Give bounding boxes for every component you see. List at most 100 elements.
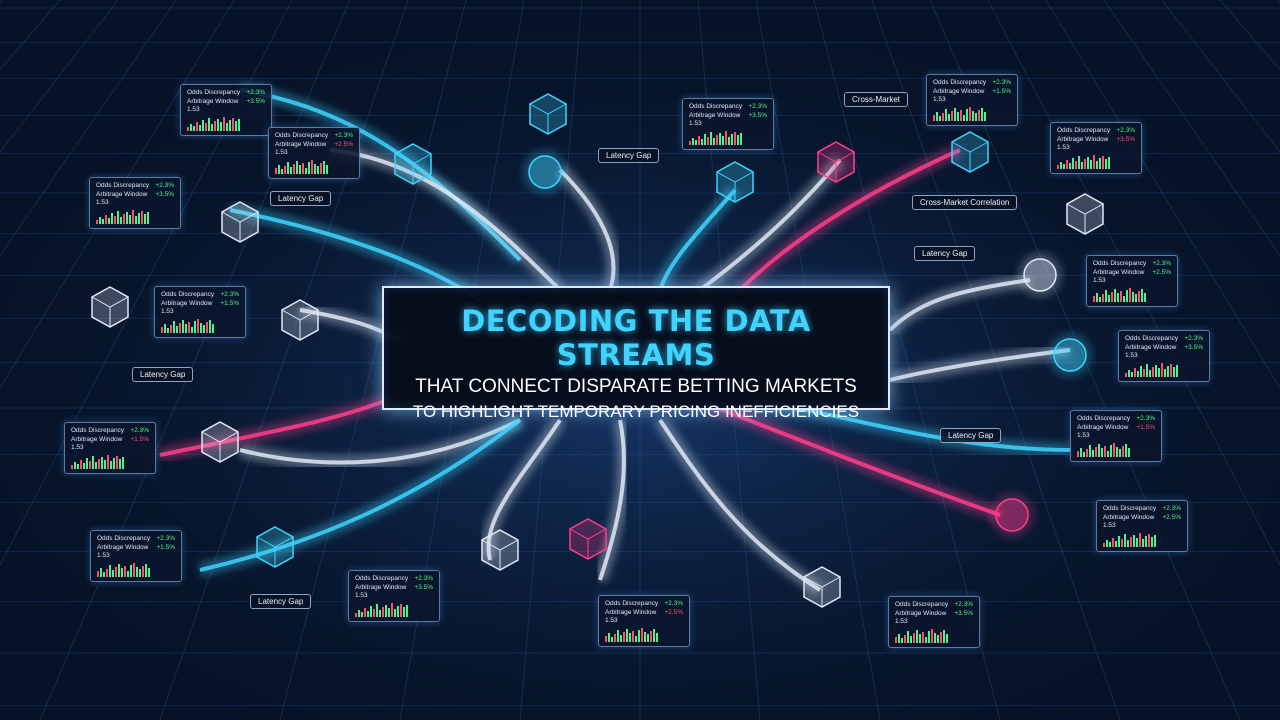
sparkline-bar xyxy=(1139,532,1141,547)
title-heading: DECODING THE DATA STREAMS xyxy=(461,304,811,372)
sparkline-bar xyxy=(106,568,108,577)
sparkline-bar xyxy=(196,121,198,131)
sparkline-bar xyxy=(193,125,195,131)
sparkline-bar xyxy=(925,636,927,643)
data-stream xyxy=(698,158,842,292)
sparkline-bar xyxy=(934,632,936,643)
sparkline-bar xyxy=(1099,157,1101,169)
sparkline-bar xyxy=(308,161,310,174)
latency-gap-label: Latency Gap xyxy=(270,191,332,206)
sparkline-bar xyxy=(1141,288,1143,302)
sparkline-bar xyxy=(650,630,652,642)
sparkline-bar xyxy=(223,116,225,131)
arbitrage-window-label: Arbitrage Window xyxy=(97,543,149,551)
data-stream xyxy=(888,278,1031,332)
sparkline-bar xyxy=(936,111,938,121)
arbitrage-window-value: +2.5% xyxy=(334,140,353,148)
sparkline-bar xyxy=(176,325,178,333)
sparkline-bar xyxy=(102,218,104,224)
sparkline-bar xyxy=(388,607,390,617)
cube-node xyxy=(281,299,319,341)
odds-discrepancy-value: +2.3% xyxy=(246,89,265,96)
sparkline-bar xyxy=(77,463,79,469)
odds-value: 1.53 xyxy=(355,592,368,599)
odds-discrepancy-label: Odds Discrepancy xyxy=(275,132,329,139)
sparkline-bar xyxy=(1117,292,1119,302)
odds-panel: Odds Discrepancy+2.3%Arbitrage Window+2.… xyxy=(1086,255,1178,307)
odds-discrepancy-value: +2.3% xyxy=(1162,505,1181,512)
arbitrage-window-label: Arbitrage Window xyxy=(1093,268,1145,276)
odds-value: 1.53 xyxy=(187,106,200,113)
arbitrage-window-label: Arbitrage Window xyxy=(1077,423,1129,431)
sparkline-bar xyxy=(130,564,132,577)
arbitrage-window-label: Arbitrage Window xyxy=(605,608,657,616)
data-stream xyxy=(239,418,521,465)
sparkline-bar xyxy=(1102,293,1104,302)
sparkline-bar xyxy=(205,122,207,131)
odds-panel: Odds Discrepancy+2.3%Arbitrage Window+3.… xyxy=(682,98,774,150)
sparkline-bar xyxy=(978,109,980,121)
sparkline-bar xyxy=(212,323,214,333)
odds-panel: Odds Discrepancy+2.3%Arbitrage Window+2.… xyxy=(598,595,690,647)
sparkline-bar xyxy=(370,605,372,617)
cube-node xyxy=(529,93,567,135)
odds-discrepancy-label: Odds Discrepancy xyxy=(1093,260,1147,267)
data-stream xyxy=(329,148,562,292)
sparkline-bar xyxy=(1072,157,1074,169)
arbitrage-window-value: +1.5% xyxy=(992,87,1011,95)
arbitrage-window-label: Arbitrage Window xyxy=(187,97,239,105)
latency-gap-label: Latency Gap xyxy=(914,246,976,261)
sparkline-bar xyxy=(358,609,360,617)
odds-value: 1.53 xyxy=(689,120,702,127)
sparkline-bar xyxy=(1110,444,1112,457)
sparkline-bar xyxy=(293,163,295,174)
sparkline-bar xyxy=(981,107,983,121)
sparkline-bar xyxy=(1115,540,1117,547)
sparkline-bar xyxy=(719,132,721,145)
sparkline-bar xyxy=(1057,164,1059,169)
data-stream xyxy=(229,208,482,302)
sparkline-bar xyxy=(391,602,393,617)
sparkline-bar xyxy=(942,112,944,121)
sparkline-bar xyxy=(969,106,971,121)
cube-node xyxy=(569,518,607,560)
odds-value: 1.53 xyxy=(1125,352,1138,359)
sparkline-bar xyxy=(1077,450,1079,457)
sparkline-bars xyxy=(1077,442,1155,457)
odds-discrepancy-label: Odds Discrepancy xyxy=(1125,335,1179,342)
sparkline-bar xyxy=(1122,445,1124,457)
sparkline-bar xyxy=(1140,365,1142,377)
sparkline-bar xyxy=(199,124,201,131)
sparkline-bar xyxy=(629,632,631,642)
sparkline-bar xyxy=(1170,363,1172,377)
sparkline-bars xyxy=(161,318,239,333)
sparkline-bar xyxy=(1081,161,1083,169)
sparkline-bar xyxy=(945,108,947,121)
sparkline-bar xyxy=(617,629,619,642)
cube-node xyxy=(256,526,294,568)
sparkline-bar xyxy=(910,635,912,643)
sparkline-bar xyxy=(120,216,122,224)
sparkline-bar xyxy=(80,459,82,469)
sparkline-bar xyxy=(164,323,166,333)
sparkline-bar xyxy=(713,137,715,145)
sparkline-bar xyxy=(946,633,948,643)
odds-panel: Odds Discrepancy+2.3%Arbitrage Window+1.… xyxy=(154,286,246,338)
sparkline-bars xyxy=(1103,532,1181,547)
sparkline-bar xyxy=(1164,368,1166,377)
sparkline-bar xyxy=(1125,372,1127,377)
sparkline-bar xyxy=(1121,538,1123,547)
odds-discrepancy-label: Odds Discrepancy xyxy=(97,535,151,542)
sparkline-bar xyxy=(287,161,289,174)
sparkline-bar xyxy=(139,568,141,577)
sparkline-bar xyxy=(1130,536,1132,547)
sparkline-bar xyxy=(103,571,105,577)
sparkline-bar xyxy=(626,628,628,642)
sparkline-bar xyxy=(698,135,700,145)
cube-node xyxy=(201,421,239,463)
sparkline-bar xyxy=(302,162,304,174)
sparkline-bar xyxy=(364,607,366,617)
cube-node xyxy=(951,131,989,173)
sparkline-bar xyxy=(114,215,116,224)
